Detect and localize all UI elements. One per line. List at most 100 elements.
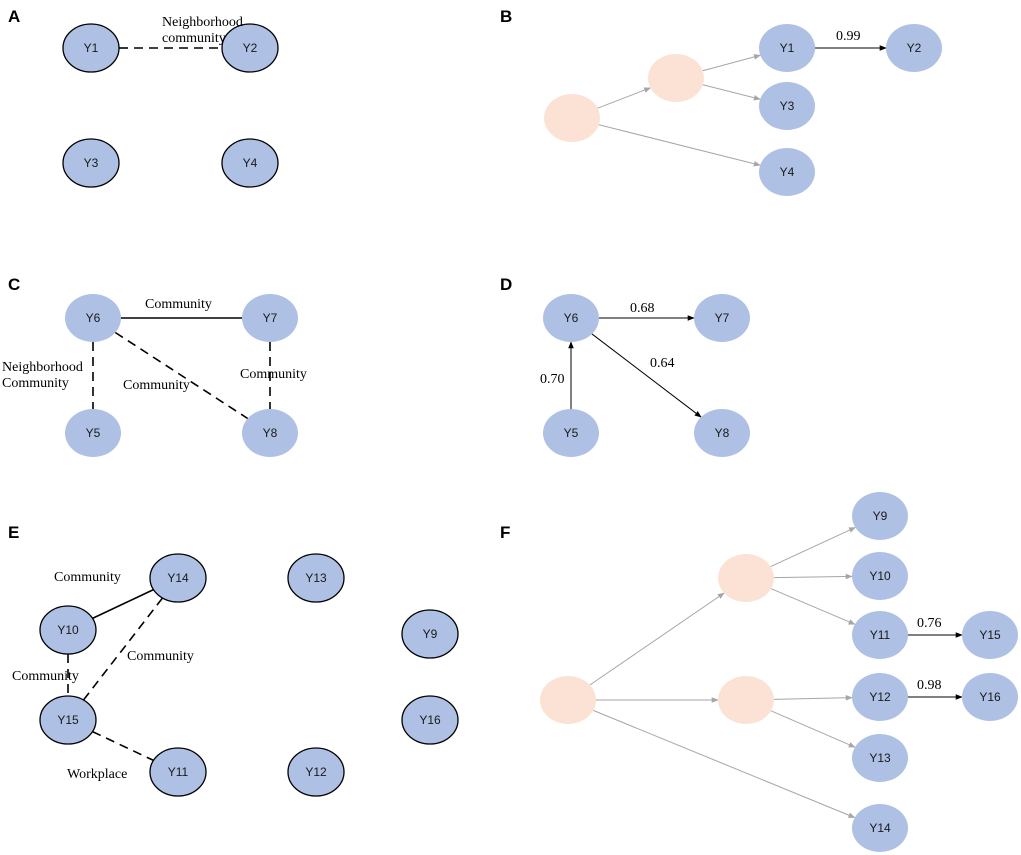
- node-label-f-y12: Y12: [869, 690, 891, 704]
- panel-label-e: E: [8, 523, 19, 542]
- edge-f-l1-y9: [770, 526, 856, 568]
- latent-node-f-l0: [540, 676, 596, 724]
- edge-label-c-2: Community: [123, 378, 190, 393]
- node-e-y12: [287, 747, 345, 797]
- node-c-y7: [242, 294, 298, 342]
- edge-b-l1-l2: [597, 87, 652, 109]
- node-label-d-y8: Y8: [715, 426, 730, 440]
- node-e-y16: [401, 695, 459, 745]
- node-label-a-y4: Y4: [243, 156, 258, 170]
- node-f-y11: [852, 611, 908, 659]
- node-label-f-y10: Y10: [869, 569, 891, 583]
- node-a-y1: [62, 23, 120, 73]
- node-label-e-y9: Y9: [423, 627, 438, 641]
- edge-f-l2-y13: [770, 710, 856, 748]
- panel-label-c: C: [8, 275, 20, 294]
- edge-label-e-2: Community: [12, 669, 79, 684]
- edge-b-l2-y1: [702, 54, 761, 72]
- node-label-d-y6: Y6: [564, 311, 579, 325]
- edge-weight-f-0: 0.76: [917, 616, 942, 631]
- edge-label-e-3: Workplace: [67, 767, 127, 782]
- node-label-a-y1: Y1: [84, 41, 99, 55]
- node-label-f-y16: Y16: [979, 690, 1001, 704]
- edge-b-l2-y3: [702, 84, 761, 101]
- node-e-y9: [401, 609, 459, 659]
- node-e-y15: [39, 695, 97, 745]
- node-label-e-y13: Y13: [305, 571, 327, 585]
- node-label-f-y14: Y14: [869, 821, 891, 835]
- node-a-y3: [62, 138, 120, 188]
- node-label-c-y6: Y6: [86, 311, 101, 325]
- edge-label-c-3: Community: [240, 367, 307, 382]
- node-f-y12: [852, 673, 908, 721]
- node-label-e-y10: Y10: [57, 623, 79, 637]
- node-label-a-y3: Y3: [84, 156, 99, 170]
- latent-node-b-l2: [648, 54, 704, 102]
- edge-label-e-1: Community: [127, 649, 194, 664]
- node-label-c-y5: Y5: [86, 426, 101, 440]
- node-label-f-y13: Y13: [869, 751, 891, 765]
- edge-label-c-0: Community: [145, 297, 212, 312]
- node-e-y13: [287, 553, 345, 603]
- node-f-y15: [962, 611, 1018, 659]
- edge-weight-f-1: 0.98: [917, 678, 942, 693]
- node-label-e-y11: Y11: [168, 765, 189, 779]
- edge-label-e-0: Community: [54, 570, 121, 585]
- node-label-f-y9: Y9: [873, 509, 888, 523]
- node-label-b-y1: Y1: [780, 41, 795, 55]
- node-c-y6: [65, 294, 121, 342]
- node-label-b-y2: Y2: [907, 41, 922, 55]
- node-d-y8: [694, 409, 750, 457]
- node-label-c-y8: Y8: [263, 426, 278, 440]
- edge-f-l2-y12: [773, 694, 853, 701]
- node-d-y6: [543, 294, 599, 342]
- node-label-d-y7: Y7: [715, 311, 730, 325]
- node-d-y5: [543, 409, 599, 457]
- node-label-b-y4: Y4: [780, 165, 795, 179]
- edge-label-c-1-line: Neighborhood: [2, 360, 83, 375]
- edge-f-l1-y10: [773, 573, 853, 580]
- edge-c-y6-y8: [114, 331, 249, 420]
- node-label-b-y3: Y3: [780, 99, 795, 113]
- panel-label-a: A: [8, 7, 20, 26]
- node-b-y3: [759, 82, 815, 130]
- edge-d-y6-y8: [591, 333, 702, 418]
- node-e-y11: [149, 747, 207, 797]
- node-e-y10: [39, 605, 97, 655]
- latent-node-f-l2: [718, 676, 774, 724]
- node-f-y13: [852, 734, 908, 782]
- edge-label-a-0-line: Neighborhood: [162, 15, 243, 30]
- node-f-y14: [852, 804, 908, 852]
- edges-layer: [67, 45, 963, 819]
- node-label-d-y5: Y5: [564, 426, 579, 440]
- node-label-e-y15: Y15: [57, 713, 79, 727]
- node-a-y4: [221, 138, 279, 188]
- edge-e-y10-y14: [92, 588, 154, 620]
- node-label-f-y11: Y11: [870, 628, 891, 642]
- edge-weight-d-2: 0.70: [540, 372, 565, 387]
- node-label-a-y2: Y2: [243, 41, 258, 55]
- node-label-e-y14: Y14: [167, 571, 189, 585]
- latent-node-b-l1: [544, 94, 600, 142]
- node-d-y7: [694, 294, 750, 342]
- node-b-y2: [886, 24, 942, 72]
- node-b-y4: [759, 148, 815, 196]
- node-f-y10: [852, 552, 908, 600]
- node-a-y2: [221, 23, 279, 73]
- edge-e-y15-y14: [82, 597, 164, 701]
- node-label-e-y12: Y12: [305, 765, 327, 779]
- edge-f-l0-l1: [589, 592, 725, 686]
- panel-label-f: F: [500, 523, 510, 542]
- latent-node-f-l1: [718, 554, 774, 602]
- node-c-y5: [65, 409, 121, 457]
- edge-label-a-0-line: community: [162, 31, 226, 46]
- edge-f-l1-y11: [770, 588, 856, 625]
- edge-b-l1-y4: [598, 124, 761, 167]
- node-label-f-y15: Y15: [979, 628, 1001, 642]
- edge-label-c-1-line: Community: [2, 376, 69, 391]
